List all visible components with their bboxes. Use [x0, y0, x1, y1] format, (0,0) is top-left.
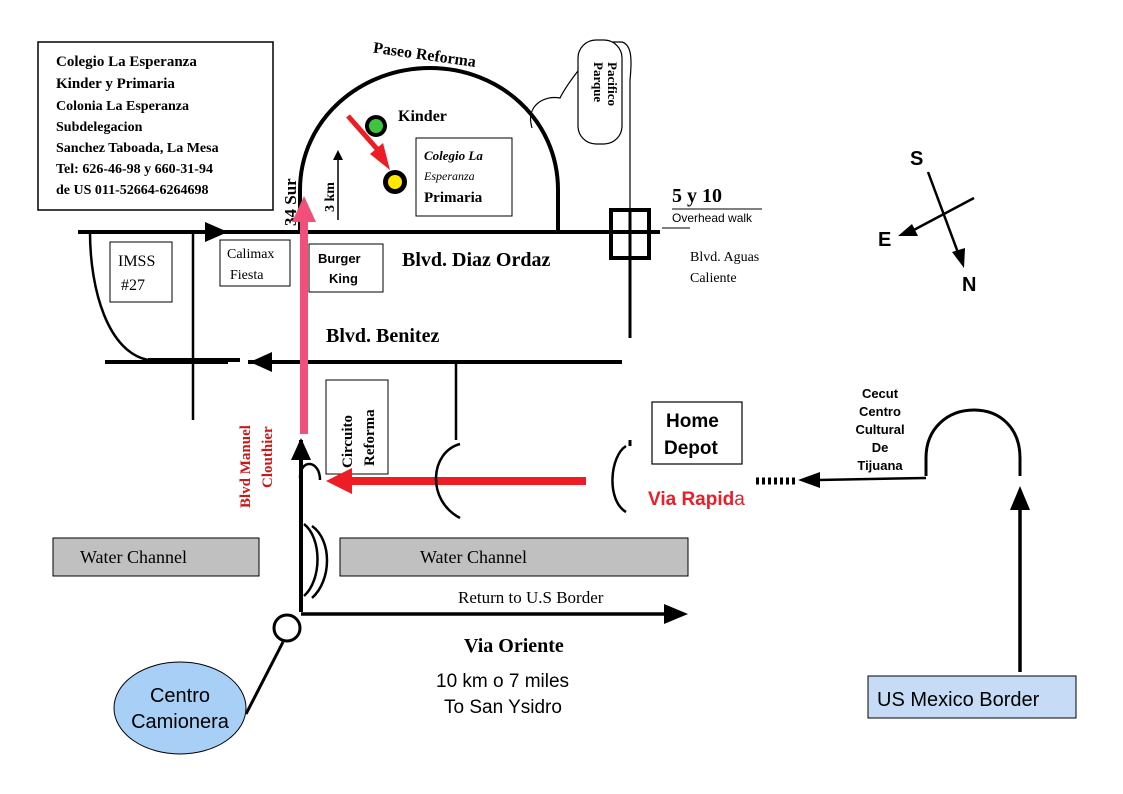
via-oriente: Return to U.S Border Via Oriente 10 km o…	[301, 588, 688, 718]
walk-arrow	[346, 114, 380, 152]
imss-27: IMSS #27	[88, 231, 195, 420]
cecut-label: De	[872, 440, 889, 455]
king-label: King	[329, 271, 358, 286]
centro-label: Centro	[150, 685, 210, 707]
blvd-benitez: Blvd. Benitez	[105, 325, 622, 440]
primaria-label: Primaria	[424, 190, 483, 206]
aguas-caliente-label: Blvd. Aguas	[690, 250, 759, 265]
camionera-label: Camionera	[131, 711, 230, 733]
compass-east: E	[878, 229, 891, 251]
clouthier-label: Clouthier	[260, 426, 276, 488]
three-km-marker: 3 km	[323, 150, 343, 220]
centro-camionera: Centro Camionera	[113, 613, 302, 755]
depot-label: Depot	[664, 438, 719, 459]
burger-label: Burger	[318, 251, 361, 266]
calimax-label: Calimax	[227, 247, 274, 262]
water-channels: Water Channel Water Channel	[52, 537, 689, 577]
walk-arrow-head	[370, 143, 390, 170]
calle-34-sur-label: 34 Sur	[281, 178, 300, 226]
diaz-ordaz-label: Blvd. Diaz Ordaz	[402, 249, 550, 271]
compass: S E N	[878, 148, 976, 296]
via-rapida-suffix-text: a	[734, 489, 745, 510]
benitez-label: Blvd. Benitez	[326, 325, 439, 347]
info-line: Kinder y Primaria	[56, 76, 175, 92]
via-rapida-label: Via Rapida	[648, 489, 745, 510]
imss-label: IMSS	[118, 253, 155, 270]
us-border-label: US Mexico Border	[877, 689, 1040, 711]
fiesta-label: Fiesta	[230, 268, 264, 283]
bus-station-marker	[272, 613, 302, 643]
home-depot: Home Depot	[651, 401, 743, 465]
circuito-reforma: Circuito Reforma	[325, 379, 389, 475]
reforma-label: Reforma	[362, 409, 378, 466]
info-line: de US 011-52664-6264698	[56, 183, 208, 198]
cecut-label: Tijuana	[857, 458, 903, 473]
five-y-ten-label: 5 y 10	[672, 185, 722, 207]
burger-king: Burger King	[308, 243, 384, 293]
border-loop	[924, 408, 1030, 672]
channel-bridge	[303, 523, 329, 599]
distance-label: 10 km o 7 miles	[436, 671, 569, 692]
overhead-walk-label: Overhead walk	[672, 211, 753, 225]
colegio-label: Colegio La	[424, 148, 483, 163]
water-channel-east-label: Water Channel	[420, 547, 527, 567]
info-line: Tel: 626-46-98 y 660-31-94	[56, 162, 213, 177]
parque-pacifico: Parque Pacifico	[529, 39, 632, 215]
five-y-ten-crossing: 5 y 10 Overhead walk Blvd. Aguas Calient…	[609, 185, 762, 338]
school-info-box: Colegio La Esperanza Kinder y Primaria C…	[37, 41, 274, 211]
compass-north: N	[962, 274, 976, 296]
kinder-marker	[369, 119, 383, 133]
water-channel-west-label: Water Channel	[80, 547, 187, 567]
aguas-caliente-label: Caliente	[690, 271, 737, 286]
info-line: Sanchez Taboada, La Mesa	[56, 141, 219, 156]
manuel-label: Blvd Manuel	[238, 425, 254, 508]
three-km-label: 3 km	[323, 182, 338, 212]
esperanza-label: Esperanza	[423, 169, 475, 183]
info-line: Colonia La Esperanza	[56, 99, 189, 114]
imss-number-label: #27	[121, 277, 145, 294]
circuito-label: Circuito	[340, 415, 356, 468]
via-oriente-label: Via Oriente	[464, 635, 564, 657]
blvd-diaz-ordaz: Blvd. Diaz Ordaz	[78, 222, 660, 271]
pink-route-arrow	[292, 196, 316, 222]
info-line: Colegio La Esperanza	[56, 54, 197, 70]
cecut-label: Cultural	[855, 422, 904, 437]
primaria-marker	[388, 175, 402, 189]
cecut: Cecut Centro Cultural De Tijuana	[855, 386, 904, 473]
cecut-label: Centro	[859, 404, 901, 419]
home-label: Home	[666, 411, 719, 432]
cecut-label: Cecut	[862, 386, 899, 401]
return-border-label: Return to U.S Border	[458, 588, 604, 607]
via-rapida-main-text: Via Rapid	[648, 489, 734, 510]
school-markers: Kinder Colegio La Esperanza Primaria	[346, 108, 513, 217]
san-ysidro-label: To San Ysidro	[444, 697, 562, 718]
calimax-fiesta: Calimax Fiesta	[219, 239, 291, 287]
kinder-label: Kinder	[398, 108, 447, 125]
via-rapida-route: Via Rapida	[298, 440, 927, 520]
parque-label: Parque	[591, 62, 606, 102]
us-mexico-border: US Mexico Border	[867, 675, 1077, 719]
pacifico-label: Pacifico	[605, 62, 620, 106]
compass-south: S	[910, 148, 923, 170]
info-line: Subdelegacion	[56, 120, 143, 135]
